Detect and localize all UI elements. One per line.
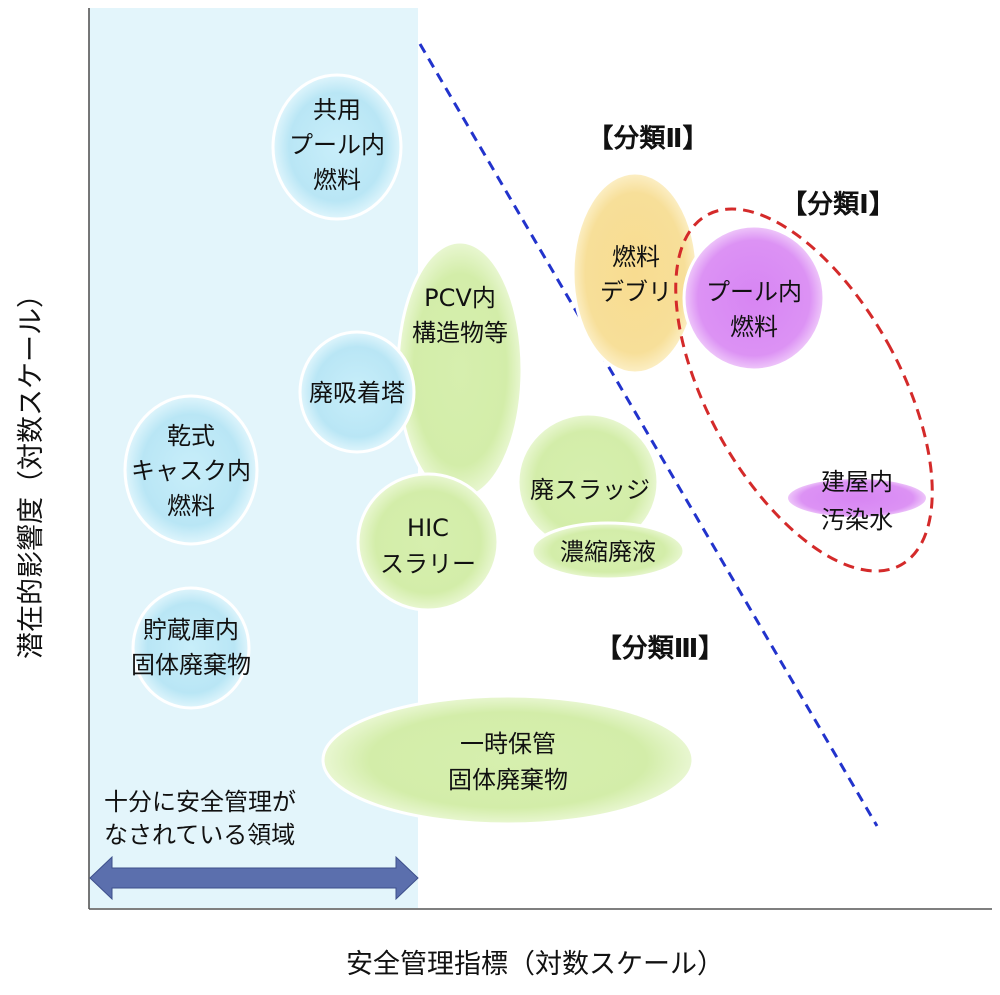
building-contaminated-water-bubble: [786, 477, 928, 519]
boundary-dashed-line: [418, 43, 879, 827]
temporary-solid-waste-label: 一時保管 固体廃棄物: [448, 730, 568, 794]
temporary-solid-waste-line-2: 固体廃棄物: [448, 766, 568, 794]
storage-solid-waste-line-1: 貯蔵庫内: [143, 616, 239, 644]
building-contaminated-water-line-1: 建屋内: [821, 468, 893, 496]
dry-cask-fuel-bubble: [123, 394, 259, 546]
temporary-solid-waste-line-1: 一時保管: [460, 730, 556, 758]
dry-cask-fuel-line-2: キャスク内: [131, 457, 251, 485]
concentrated-waste-liquid-label: 濃縮廃液: [560, 538, 656, 566]
x-axis-label: 安全管理指標（対数スケール）: [346, 949, 724, 980]
building-contaminated-water-line-2: 汚染水: [821, 506, 893, 534]
pcv-structures-line-2: 構造物等: [412, 319, 508, 347]
class1-outline: [674, 207, 934, 573]
pool-fuel-line-2: 燃料: [730, 313, 778, 341]
safe-zone-arrow: [89, 855, 419, 901]
y-axis-label: 潜在的影響度（対数スケール）: [16, 281, 47, 659]
shared-pool-fuel-line-2: プール内: [289, 131, 385, 159]
concentrated-waste-liquid-bubble: [530, 521, 686, 581]
shared-pool-fuel-label: 共用 プール内 燃料: [289, 96, 385, 194]
class3-heading: 【分類Ⅲ】: [596, 634, 725, 664]
class1-heading: 【分類Ⅰ】: [781, 190, 895, 220]
safe-zone-caption-line-1: 十分に安全管理が: [104, 788, 296, 816]
hic-slurry-label: HIC スラリー: [380, 514, 476, 578]
storage-solid-waste-label: 貯蔵庫内 固体廃棄物: [131, 616, 251, 679]
hic-slurry-line-2: スラリー: [380, 550, 476, 578]
waste-sludge-label: 廃スラッジ: [530, 476, 650, 504]
shared-pool-fuel-bubble: [271, 73, 403, 221]
storage-solid-waste-bubble: [131, 586, 251, 710]
waste-adsorption-tower-bubble: [298, 330, 416, 454]
fuel-debris-label: 燃料 デブリ: [600, 243, 672, 306]
storage-solid-waste-line-2: 固体廃棄物: [131, 651, 251, 679]
dry-cask-fuel-line-3: 燃料: [167, 492, 215, 520]
temporary-solid-waste-bubble: [321, 694, 695, 826]
shared-pool-fuel-line-3: 燃料: [313, 166, 361, 194]
pcv-structures-line-1: PCV内: [424, 284, 496, 312]
safe-zone-caption-line-2: なされている領域: [104, 821, 295, 849]
fuel-debris-line-1: 燃料: [612, 243, 660, 271]
hic-slurry-line-1: HIC: [407, 514, 449, 542]
pcv-structures-bubble: [396, 240, 524, 500]
pool-fuel-line-1: プール内: [706, 278, 802, 306]
pool-fuel-bubble: [682, 224, 826, 372]
building-contaminated-water-label: 建屋内 汚染水: [821, 468, 893, 534]
dry-cask-fuel-line-1: 乾式: [167, 422, 215, 450]
fuel-debris-line-2: デブリ: [600, 278, 672, 306]
dry-cask-fuel-label: 乾式 キャスク内 燃料: [131, 422, 251, 520]
waste-adsorption-tower-label: 廃吸着塔: [309, 379, 405, 407]
pcv-structures-label: PCV内 構造物等: [412, 284, 508, 347]
pool-fuel-label: プール内 燃料: [706, 278, 802, 341]
shared-pool-fuel-line-1: 共用: [313, 96, 361, 124]
hic-slurry-bubble: [356, 472, 500, 612]
class2-heading: 【分類Ⅱ】: [587, 124, 708, 154]
fuel-debris-bubble: [571, 171, 699, 375]
